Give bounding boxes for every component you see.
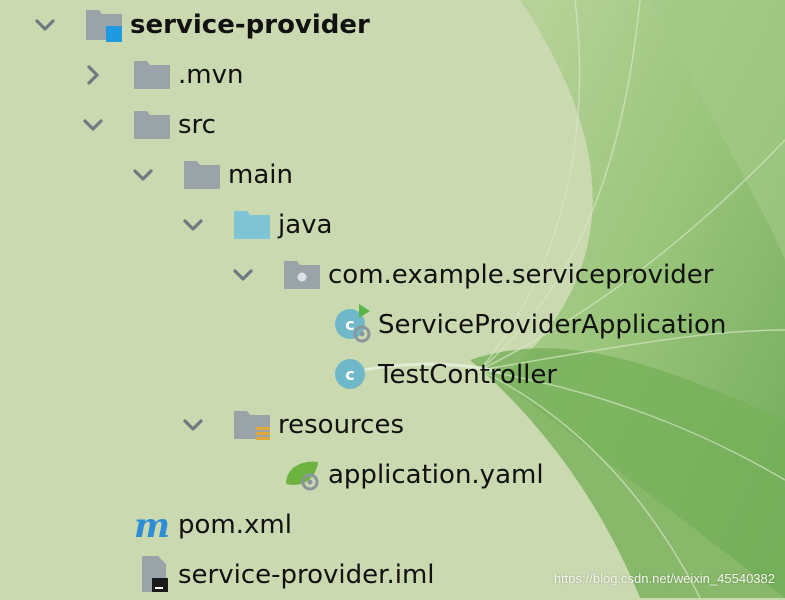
tree-node-src[interactable]: src: [0, 100, 785, 150]
tree-node-java[interactable]: java: [0, 200, 785, 250]
chevron-down-icon[interactable]: [82, 114, 104, 136]
tree-node-pom[interactable]: m pom.xml: [0, 500, 785, 550]
tree-node-label: application.yaml: [328, 460, 544, 490]
tree-node-label: TestController: [378, 360, 558, 390]
tree-node-main[interactable]: main: [0, 150, 785, 200]
class-icon: c: [335, 359, 365, 389]
tree-node-label: resources: [278, 410, 405, 440]
tree-node-label: com.example.serviceprovider: [328, 260, 714, 290]
tree-node-iml[interactable]: service-provider.iml: [0, 550, 785, 600]
tree-node-label: service-provider.iml: [178, 560, 435, 590]
tree-node-label: java: [278, 210, 333, 240]
tree-node-label: pom.xml: [178, 510, 292, 540]
module-folder-icon: [86, 10, 122, 42]
folder-icon: [184, 161, 220, 189]
tree-node-controller-class[interactable]: c TestController: [0, 350, 785, 400]
svg-text:c: c: [345, 365, 354, 384]
spring-yaml-icon: [286, 461, 319, 491]
source-folder-icon: [234, 211, 270, 239]
chevron-down-icon[interactable]: [34, 14, 56, 36]
package-folder-icon: [284, 261, 320, 289]
tree-node-label: src: [178, 110, 216, 140]
folder-icon: [134, 61, 170, 89]
chevron-down-icon[interactable]: [182, 414, 204, 436]
svg-text:c: c: [345, 315, 354, 334]
tree-node-app-yaml[interactable]: application.yaml: [0, 450, 785, 500]
tree-node-root[interactable]: service-provider: [0, 0, 785, 50]
tree-node-resources[interactable]: resources: [0, 400, 785, 450]
tree-node-label: ServiceProviderApplication: [378, 310, 727, 340]
resources-folder-icon: [234, 411, 270, 440]
folder-icon: [134, 111, 170, 139]
tree-node-mvn[interactable]: .mvn: [0, 50, 785, 100]
chevron-down-icon[interactable]: [132, 164, 154, 186]
iml-file-icon: [142, 556, 168, 592]
svg-text:m: m: [134, 506, 170, 545]
watermark: https://blog.csdn.net/weixin_45540382: [553, 571, 775, 586]
tree-node-app-class[interactable]: c ServiceProviderApplication: [0, 300, 785, 350]
tree-node-package[interactable]: com.example.serviceprovider: [0, 250, 785, 300]
chevron-down-icon[interactable]: [232, 264, 254, 286]
tree-node-label: .mvn: [178, 60, 244, 90]
tree-node-label: main: [228, 160, 293, 190]
chevron-right-icon[interactable]: [82, 64, 104, 86]
chevron-down-icon[interactable]: [182, 214, 204, 236]
tree-node-label: service-provider: [130, 10, 370, 40]
maven-icon: m: [134, 506, 170, 545]
spring-boot-class-icon: c: [335, 304, 371, 343]
